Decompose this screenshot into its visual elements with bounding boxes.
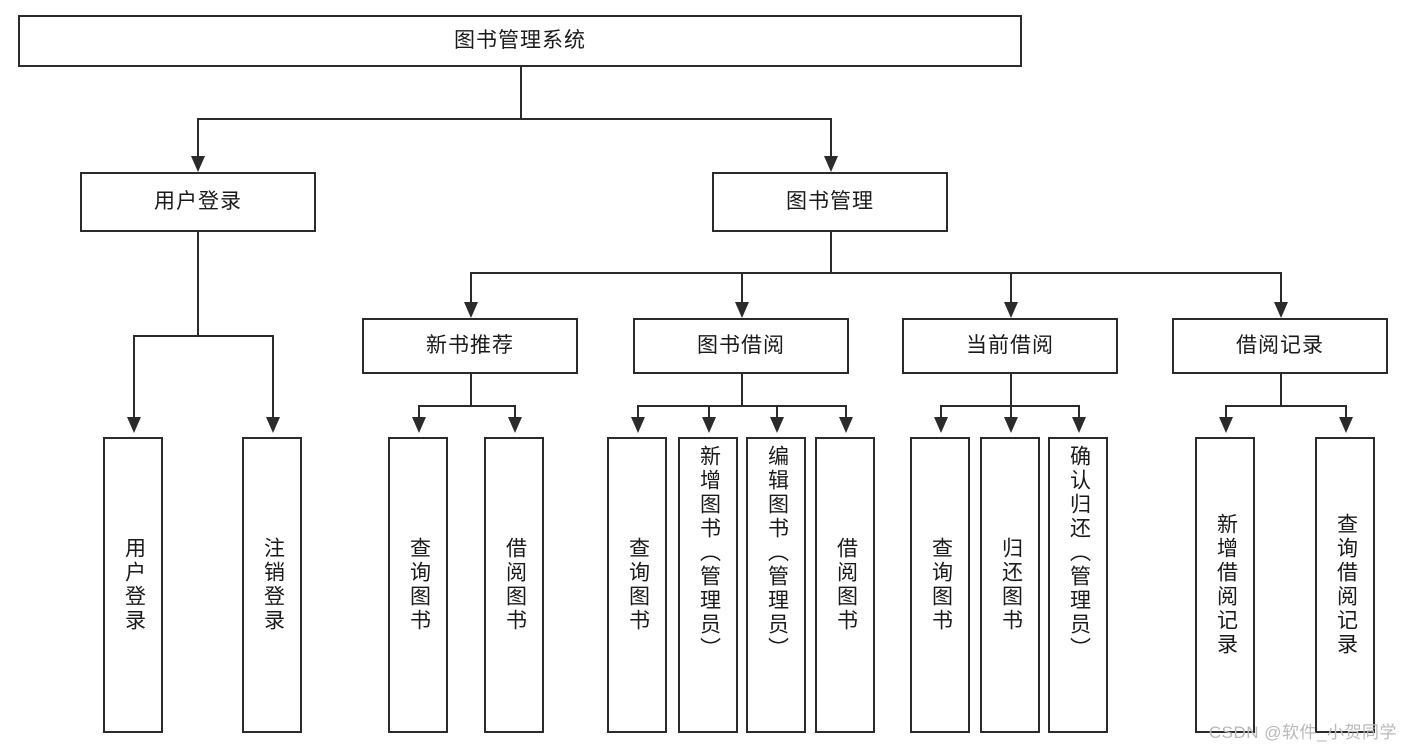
drop-leaf-8	[845, 405, 847, 417]
node-label: 图书借阅	[697, 334, 785, 358]
arrow-leaf-5	[631, 417, 645, 433]
node-label: 新增图书（管理员）	[697, 445, 721, 661]
drop-leaf-9	[940, 405, 942, 417]
node-label: 查询借阅记录	[1334, 513, 1358, 657]
csdn-watermark: CSDN @软件_小贺同学	[1208, 723, 1397, 742]
node-label: 归还图书	[999, 537, 1023, 633]
node-leaf-query-borrow-record[interactable]: 查询借阅记录	[1315, 437, 1375, 733]
drop-leaf-4	[514, 405, 516, 417]
arrow-book-borrow	[735, 302, 749, 318]
drop-leaf-11	[1078, 405, 1080, 417]
arrow-leaf-2	[266, 417, 280, 433]
bar-book-borrow	[637, 405, 845, 407]
node-leaf-query-book-2[interactable]: 查询图书	[607, 437, 667, 733]
node-label: 图书管理系统	[454, 29, 586, 53]
drop-leaf-5	[637, 405, 639, 417]
arrow-leaf-8	[839, 417, 853, 433]
node-label: 注销登录	[261, 537, 285, 633]
arrow-current-borrow	[1004, 302, 1018, 318]
node-leaf-borrow-book-2[interactable]: 借阅图书	[815, 437, 875, 733]
node-label: 当前借阅	[966, 334, 1054, 358]
drop-user-login-box	[197, 118, 199, 158]
arrow-leaf-11	[1072, 417, 1086, 433]
drop-leaf-10	[1010, 405, 1012, 417]
drop-cur-borrow-box	[1010, 272, 1012, 302]
node-leaf-add-borrow-record[interactable]: 新增借阅记录	[1195, 437, 1255, 733]
drop-leaf-7	[776, 405, 778, 417]
node-book-manage[interactable]: 图书管理	[712, 172, 948, 232]
node-leaf-borrow-book-1[interactable]: 借阅图书	[484, 437, 544, 733]
arrow-user-login	[191, 156, 205, 172]
stem-borrow-record	[1280, 374, 1282, 405]
node-label: 查询图书	[626, 537, 650, 633]
node-new-book-recommend[interactable]: 新书推荐	[362, 318, 578, 374]
stem-root	[520, 67, 522, 118]
node-leaf-query-book-3[interactable]: 查询图书	[910, 437, 970, 733]
node-current-borrow[interactable]: 当前借阅	[902, 318, 1118, 374]
arrow-book-manage	[824, 156, 838, 172]
bar-root	[197, 118, 830, 120]
node-label: 图书管理	[786, 190, 874, 214]
node-leaf-edit-book-admin[interactable]: 编辑图书（管理员）	[746, 437, 806, 733]
node-label: 用户登录	[154, 190, 242, 214]
arrow-leaf-3	[412, 417, 426, 433]
bar-new-book	[418, 405, 514, 407]
arrow-leaf-10	[1004, 417, 1018, 433]
node-leaf-query-book-1[interactable]: 查询图书	[388, 437, 448, 733]
drop-leaf-13	[1345, 405, 1347, 417]
stem-user-login	[197, 232, 199, 335]
node-label: 新增借阅记录	[1214, 513, 1238, 657]
bar-book-manage	[470, 272, 1280, 274]
arrow-leaf-7	[770, 417, 784, 433]
drop-leaf-1	[133, 335, 135, 417]
arrow-leaf-4	[508, 417, 522, 433]
node-label: 借阅图书	[834, 537, 858, 633]
drop-book-manage-box	[830, 118, 832, 158]
stem-current-borrow	[1010, 374, 1012, 405]
drop-new-book-box	[470, 272, 472, 302]
node-leaf-logout-login[interactable]: 注销登录	[242, 437, 302, 733]
node-label: 新书推荐	[426, 334, 514, 358]
node-label: 确认归还（管理员）	[1067, 445, 1091, 661]
node-leaf-confirm-return-admin[interactable]: 确认归还（管理员）	[1048, 437, 1108, 733]
node-leaf-return-book[interactable]: 归还图书	[980, 437, 1040, 733]
node-label: 借阅图书	[503, 537, 527, 633]
node-leaf-add-book-admin[interactable]: 新增图书（管理员）	[678, 437, 738, 733]
stem-new-book	[470, 374, 472, 405]
node-user-login[interactable]: 用户登录	[80, 172, 316, 232]
drop-leaf-3	[418, 405, 420, 417]
node-book-borrow[interactable]: 图书借阅	[633, 318, 849, 374]
stem-book-manage	[830, 232, 832, 272]
arrow-borrow-record	[1274, 302, 1288, 318]
arrow-leaf-1	[127, 417, 141, 433]
bar-user-login	[133, 335, 272, 337]
node-label: 用户登录	[122, 537, 146, 633]
drop-leaf-6	[708, 405, 710, 417]
drop-borrow-rec-box	[1280, 272, 1282, 302]
drop-book-borrow-box	[741, 272, 743, 302]
node-label: 借阅记录	[1236, 334, 1324, 358]
arrow-new-book	[464, 302, 478, 318]
drop-leaf-12	[1225, 405, 1227, 417]
node-leaf-user-login[interactable]: 用户登录	[103, 437, 163, 733]
bar-current-borrow	[940, 405, 1078, 407]
arrow-leaf-6	[702, 417, 716, 433]
node-root-图书管理系统[interactable]: 图书管理系统	[18, 15, 1022, 67]
arrow-leaf-9	[934, 417, 948, 433]
arrow-leaf-13	[1339, 417, 1353, 433]
stem-book-borrow	[741, 374, 743, 405]
node-borrow-record[interactable]: 借阅记录	[1172, 318, 1388, 374]
node-label: 编辑图书（管理员）	[765, 445, 789, 661]
node-label: 查询图书	[929, 537, 953, 633]
drop-leaf-2	[272, 335, 274, 417]
bar-borrow-record	[1225, 405, 1345, 407]
node-label: 查询图书	[407, 537, 431, 633]
arrow-leaf-12	[1219, 417, 1233, 433]
